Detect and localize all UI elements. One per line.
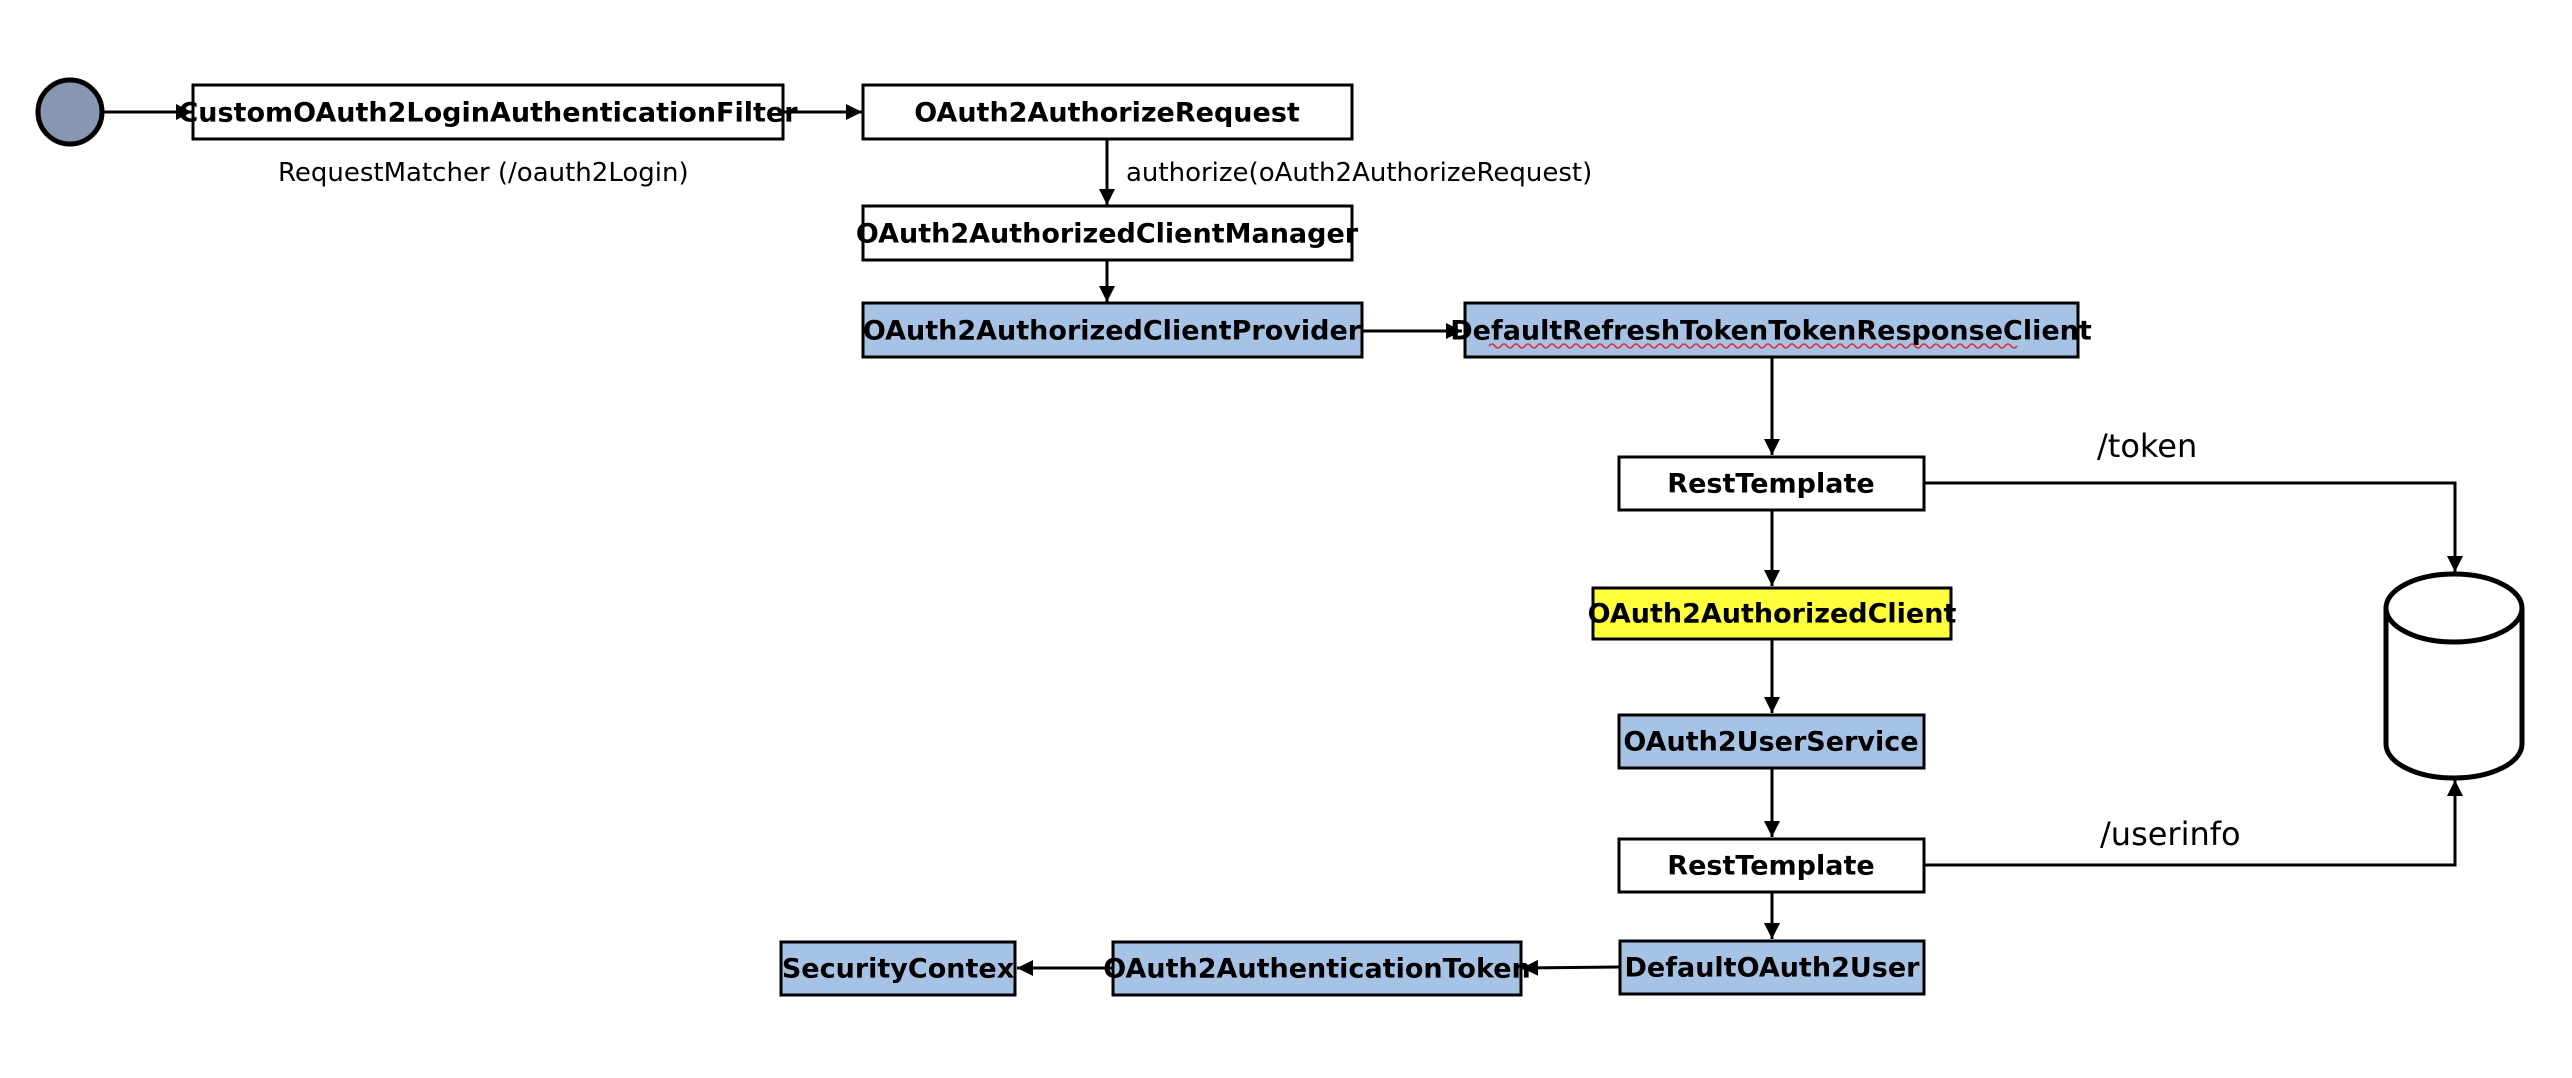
node-authorized-client-manager: OAuth2AuthorizedClientManager [856,204,1359,262]
start-circle-icon [35,77,105,147]
database-cylinder-icon [2383,571,2525,781]
node-label: OAuth2AuthorizedClient [1588,599,1957,630]
node-label: OAuth2UserService [1623,727,1918,758]
node-label: RestTemplate [1667,469,1874,500]
node-rest-template-userinfo: RestTemplate [1617,837,1926,894]
edge-rest-template-userinfo-to-database [1925,780,2463,867]
node-label: SecurityContex [782,954,1014,985]
node-oauth2-authorize-request: OAuth2AuthorizeRequest [861,83,1354,141]
node-label: OAuth2AuthorizeRequest [914,98,1300,129]
authorize-call-label: authorize(oAuth2AuthorizeRequest) [1126,158,1592,188]
node-security-context: SecurityContex [779,940,1017,997]
request-matcher-label: RequestMatcher (/oauth2Login) [278,158,689,188]
node-label: OAuth2AuthenticationToken [1103,954,1531,985]
edge-rest-template-token-to-database [1925,481,2463,572]
node-refresh-token-response-client: DefaultRefreshTokenTokenResponseClient [1450,301,2092,359]
node-label: DefaultRefreshTokenTokenResponseClient [1450,316,2092,347]
edge-default-user-to-auth-token [1521,959,1620,976]
node-custom-login-filter: CustomOAuth2LoginAuthenticationFilter [178,83,798,141]
node-default-oauth2-user: DefaultOAuth2User [1618,939,1926,996]
edges [102,104,2463,976]
userinfo-route-label: /userinfo [2100,815,2241,853]
spellcheck-underline [1488,343,2018,349]
node-rest-template-token: RestTemplate [1617,455,1926,512]
node-label: DefaultOAuth2User [1625,953,1921,984]
node-oauth2-authentication-token: OAuth2AuthenticationToken [1103,940,1531,997]
node-authorized-client-provider: OAuth2AuthorizedClientProvider [861,301,1364,359]
node-label: CustomOAuth2LoginAuthenticationFilter [178,98,798,129]
node-label: OAuth2AuthorizedClientProvider [863,316,1362,347]
node-oauth2-authorized-client: OAuth2AuthorizedClient [1588,586,1957,641]
node-label: OAuth2AuthorizedClientManager [856,219,1359,250]
node-oauth2-user-service: OAuth2UserService [1617,713,1926,770]
token-route-label: /token [2097,427,2197,465]
node-label: RestTemplate [1667,851,1874,882]
